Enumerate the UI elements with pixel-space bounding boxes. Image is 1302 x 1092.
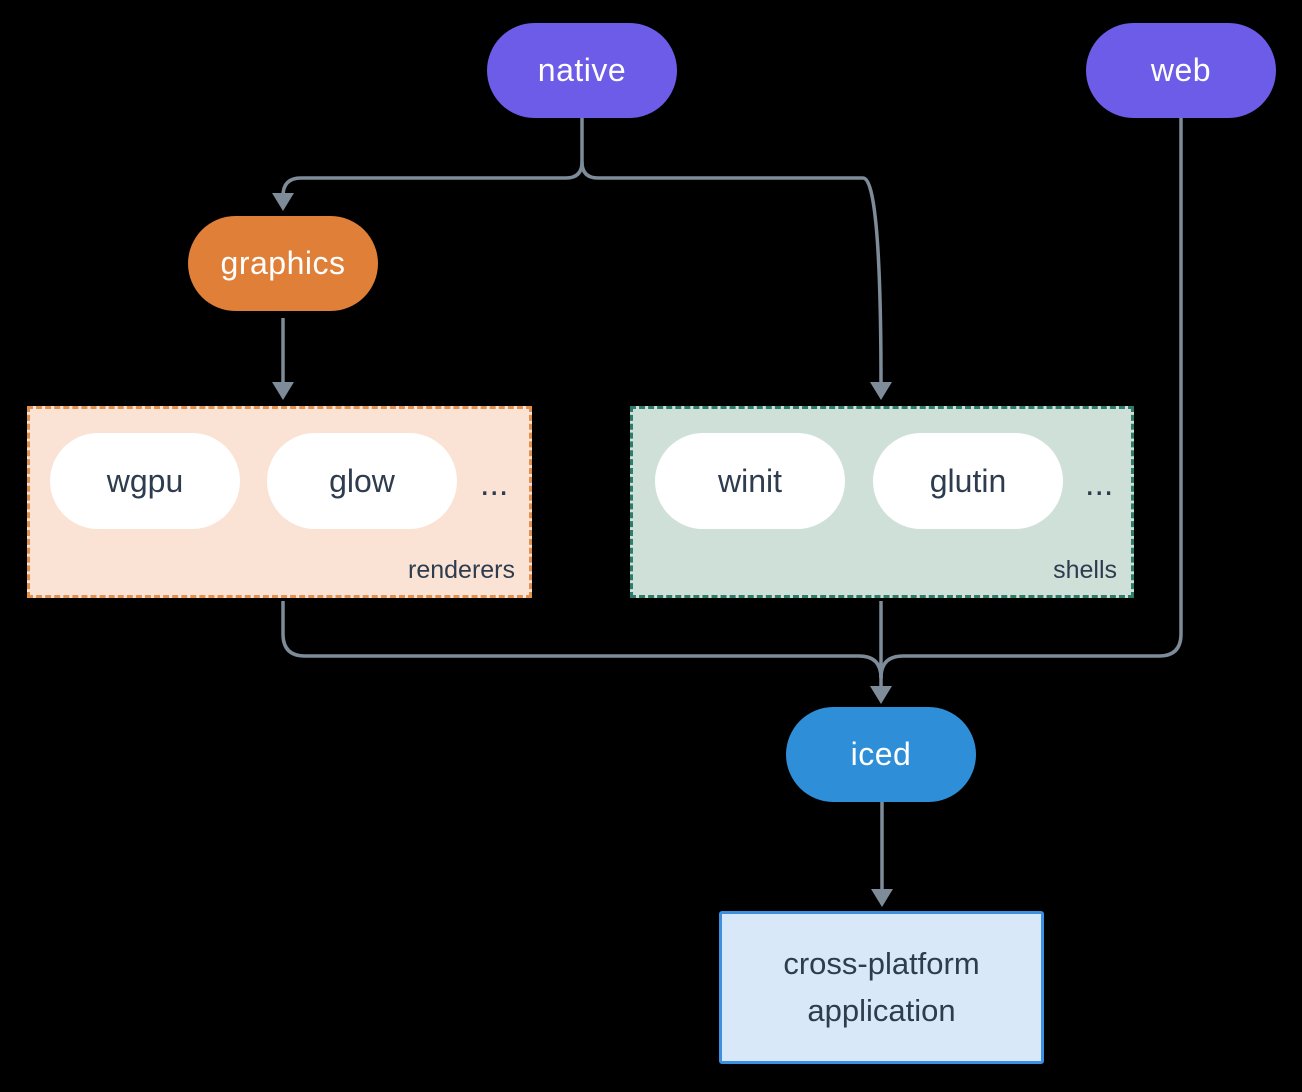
node-winit: winit [655, 433, 845, 529]
node-graphics-label: graphics [220, 245, 346, 281]
shells-group-label: shells [1053, 556, 1117, 584]
arrowhead-into-iced [870, 686, 892, 704]
node-glow-label: glow [329, 462, 395, 499]
renderers-group-label: renderers [408, 556, 515, 584]
connector-web-to-iced [879, 118, 1183, 679]
arrowhead-into-graphics [272, 193, 294, 211]
group-shells: winit glutin ... shells [630, 406, 1134, 598]
node-web-label: web [1150, 52, 1212, 88]
node-glow: glow [267, 433, 457, 529]
arrowhead-into-application [871, 889, 893, 907]
application-label-line2: application [807, 992, 956, 1028]
group-renderers: wgpu glow ... renderers [27, 406, 532, 598]
node-native: native [487, 23, 677, 118]
node-winit-label: winit [717, 462, 782, 499]
node-wgpu-label: wgpu [106, 462, 184, 499]
node-application: cross-platform application [719, 911, 1044, 1064]
node-wgpu: wgpu [50, 433, 240, 529]
connector-renderers-to-iced [281, 601, 883, 679]
node-glutin-label: glutin [929, 462, 1007, 499]
node-iced: iced [786, 707, 976, 802]
application-label-line1: cross-platform [783, 946, 980, 981]
connector-native-to-graphics [281, 118, 584, 197]
shells-ellipsis: ... [1085, 465, 1114, 503]
renderers-ellipsis: ... [480, 465, 509, 503]
arrowhead-into-shells [870, 382, 892, 400]
node-web: web [1086, 23, 1276, 118]
node-native-label: native [537, 52, 627, 88]
node-glutin: glutin [873, 433, 1063, 529]
arrowhead-into-renderers [272, 382, 294, 400]
node-iced-label: iced [850, 736, 912, 772]
node-graphics: graphics [188, 216, 378, 311]
connector-native-to-shells [580, 161, 883, 387]
